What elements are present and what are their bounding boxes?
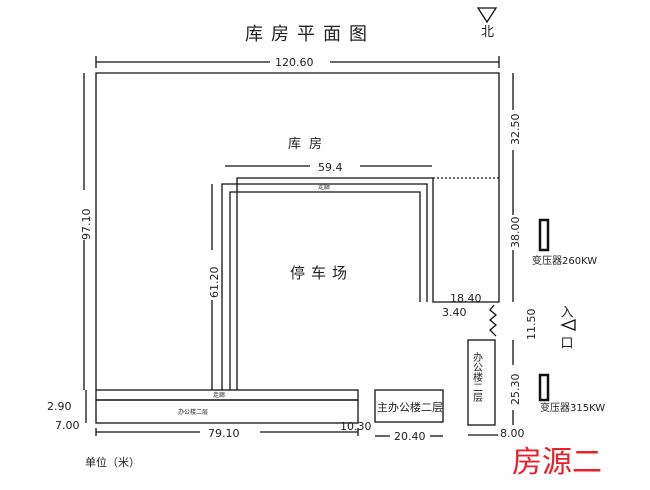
bottom-office	[95, 399, 359, 424]
dim-7-00: 7.00	[55, 419, 80, 432]
plan-title: 库房平面图	[245, 24, 375, 45]
entrance-label: 入口	[558, 305, 574, 367]
dim-8-00: 8.00	[500, 427, 525, 440]
dim-25-30: 25.30	[509, 374, 522, 406]
dim-20-40: 20.40	[394, 430, 426, 443]
dim-79-10: 79.10	[208, 427, 240, 440]
dim-right1: 32.50	[509, 114, 522, 146]
inner-wall	[221, 183, 428, 390]
north-arrow-icon	[476, 7, 498, 24]
break-line	[488, 304, 498, 337]
unit-label: 单位（米）	[85, 455, 140, 469]
transformer-1-label: 变压器260KW	[532, 254, 597, 267]
dim-18-40: 18.40	[450, 292, 482, 305]
dim-top: 120.60	[275, 56, 314, 69]
transformer-1	[538, 218, 550, 252]
dim-left: 97.10	[80, 209, 93, 241]
transformer-2-label: 变压器315KW	[540, 401, 605, 414]
main-office-label: 主办公楼二层	[377, 400, 443, 414]
transformer-2	[538, 373, 550, 402]
dim-inner-width: 59.4	[318, 161, 343, 174]
main-office-box	[374, 389, 444, 423]
dim-right2: 38.00	[509, 217, 522, 249]
dim-2-90: 2.90	[47, 400, 72, 413]
dim-10-30: 10.30	[340, 420, 372, 433]
dim-inner-height: 61.20	[208, 267, 221, 299]
corridor-bottom-label: 走廊	[213, 391, 225, 399]
parking-label: 停车场	[290, 264, 353, 282]
warehouse-label: 库房	[288, 136, 330, 152]
dim-11-50: 11.50	[525, 309, 538, 341]
office-tower-label: 办公楼二层	[471, 351, 483, 403]
source-label: 房源二	[512, 445, 602, 480]
outer-wall	[95, 72, 500, 390]
entrance-arrow-icon	[560, 319, 576, 331]
bottom-corridor	[95, 389, 359, 401]
north-label: 北	[481, 25, 494, 40]
corridor-top-label: 走廊	[318, 183, 330, 191]
bottom-office-label: 办公楼二层	[178, 408, 208, 416]
office-tower-box	[467, 339, 496, 426]
dim-3-40: 3.40	[442, 306, 467, 319]
